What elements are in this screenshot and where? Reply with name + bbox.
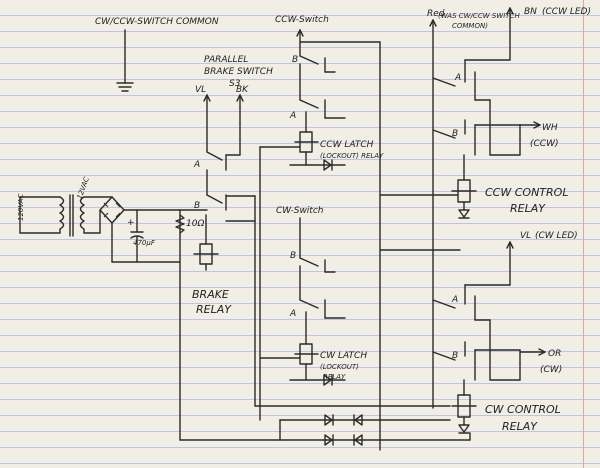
lead-arrows <box>203 7 546 356</box>
resistor-label: 10Ω <box>186 219 204 229</box>
wh-note: (CCW) <box>530 139 559 149</box>
cw-switch-label: CW-Switch <box>276 206 324 216</box>
common-label: CW/CCW-SWITCH COMMON <box>95 17 219 27</box>
brake-circuit <box>175 94 256 441</box>
vl-right-label: VL <box>520 231 531 241</box>
or-label: OR <box>548 349 561 359</box>
cw-ctrl-contact-a: A <box>451 295 458 305</box>
or-note: (CW) <box>540 365 562 375</box>
brake-relay-label-2: RELAY <box>196 303 232 316</box>
bn-note: (CCW LED) <box>542 7 591 17</box>
ccw-latch-label-2: (LOCKOUT) RELAY <box>320 152 384 160</box>
red-note-2: COMMON) <box>452 22 488 30</box>
bottom-bus <box>179 195 471 446</box>
parallel-label-2: BRAKE SWITCH <box>204 67 273 77</box>
vl-note: (CW LED) <box>535 231 578 241</box>
power-supply <box>19 194 181 263</box>
ccw-control-label-1: CCW CONTROL <box>485 186 568 199</box>
cw-latch-contact-a: A <box>289 309 296 319</box>
s3-contact-a: A <box>193 160 200 170</box>
bk-label: BK <box>236 85 249 95</box>
ccw-control-relay <box>379 7 541 409</box>
s3-label: S3 <box>229 79 241 89</box>
cw-latch-label-2: (LOCKOUT) <box>320 363 359 371</box>
cw-control-relay <box>432 241 546 441</box>
cw-latch-label-1: CW LATCH <box>320 351 367 361</box>
cw-latch-label-3: RELAY <box>323 373 346 381</box>
ccw-latch-contact-a: A <box>289 111 296 121</box>
ccw-ctrl-contact-b: B <box>452 129 458 139</box>
cw-control-label-1: CW CONTROL <box>485 403 561 416</box>
cw-control-label-2: RELAY <box>502 420 538 433</box>
ccw-latch-relay <box>259 29 381 451</box>
vl-left-label: VL <box>195 85 206 95</box>
s3-contact-b: B <box>194 201 200 211</box>
ccw-control-label-2: RELAY <box>510 202 546 215</box>
cw-latch-contact-b: B <box>290 251 296 261</box>
red-note-1: (WAS CW/CCW SWITCH <box>438 12 520 20</box>
common-ground <box>116 29 134 92</box>
bn-label: BN <box>524 7 537 17</box>
ccw-latch-label-1: CCW LATCH <box>320 140 374 150</box>
red-label: Red <box>427 9 445 19</box>
brake-relay-label-1: BRAKE <box>192 288 229 301</box>
ccw-ctrl-contact-a: A <box>454 73 461 83</box>
cw-ctrl-contact-b: B <box>452 351 458 361</box>
cap-plus-label: + <box>127 218 135 228</box>
ccw-switch-label: CCW-Switch <box>275 15 329 25</box>
capacitor-label: 470μF <box>133 239 156 247</box>
cw-latch-relay <box>259 217 346 386</box>
margin-line <box>583 0 584 468</box>
ccw-latch-contact-b: B <box>292 55 298 65</box>
parallel-label-1: PARALLEL <box>204 55 248 65</box>
vac-in-label: 120VAC <box>17 194 25 221</box>
wh-label: WH <box>542 123 558 133</box>
